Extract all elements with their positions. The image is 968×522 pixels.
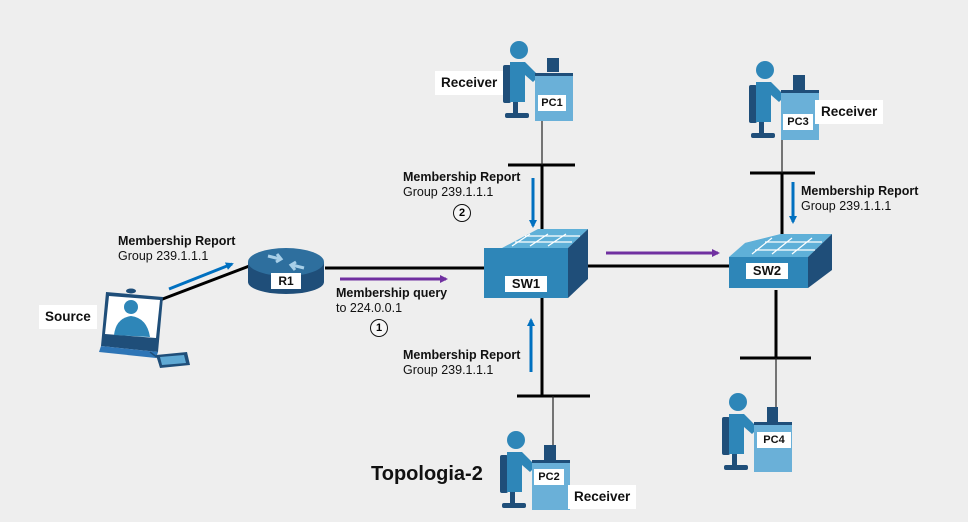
annotation-title: Membership Report — [118, 234, 236, 248]
annotation-detail: Group 239.1.1.1 — [801, 199, 892, 213]
pc4-label: PC4 — [757, 432, 791, 448]
annotation-detail: Group 239.1.1.1 — [403, 363, 494, 377]
user-workstation-icon-pc2 — [500, 431, 570, 510]
switch-icon-sw2 — [729, 234, 832, 288]
step-2-badge: 2 — [453, 204, 471, 222]
pc3-label: PC3 — [783, 114, 813, 130]
link-source-r1 — [159, 263, 253, 302]
pc1-label: PC1 — [538, 95, 566, 111]
r1-label: R1 — [271, 273, 301, 289]
step-1-badge: 1 — [370, 319, 388, 337]
annotation-pc3-report: Membership Report Group 239.1.1.1 — [801, 184, 918, 214]
pc2-role-label: Receiver — [568, 485, 637, 509]
annotation-query: Membership query to 224.0.0.1 — [336, 286, 447, 316]
video-endpoint-icon — [99, 288, 190, 368]
arrow-source-report — [168, 262, 234, 291]
annotation-detail: Group 239.1.1.1 — [118, 249, 209, 263]
annotation-detail: Group 239.1.1.1 — [403, 185, 494, 199]
annotation-source-report: Membership Report Group 239.1.1.1 — [118, 234, 235, 264]
annotation-title: Membership Report — [403, 170, 521, 184]
sw2-label: SW2 — [746, 263, 788, 279]
annotation-detail: to 224.0.0.1 — [336, 301, 403, 315]
annotation-title: Membership query — [336, 286, 448, 300]
annotation-pc2-report: Membership Report Group 239.1.1.1 — [403, 348, 520, 378]
annotation-pc1-report: Membership Report Group 239.1.1.1 — [403, 170, 520, 200]
sw1-label: SW1 — [505, 276, 547, 292]
pc3-role-label: Receiver — [815, 100, 884, 124]
annotation-title: Membership Report — [801, 184, 919, 198]
source-label: Source — [39, 305, 97, 329]
annotation-title: Membership Report — [403, 348, 521, 362]
arrows — [168, 178, 797, 372]
pc1-role-label: Receiver — [435, 71, 504, 95]
diagram-title: Topologia-2 — [371, 463, 483, 485]
pc2-label: PC2 — [534, 469, 564, 485]
links — [159, 120, 815, 445]
